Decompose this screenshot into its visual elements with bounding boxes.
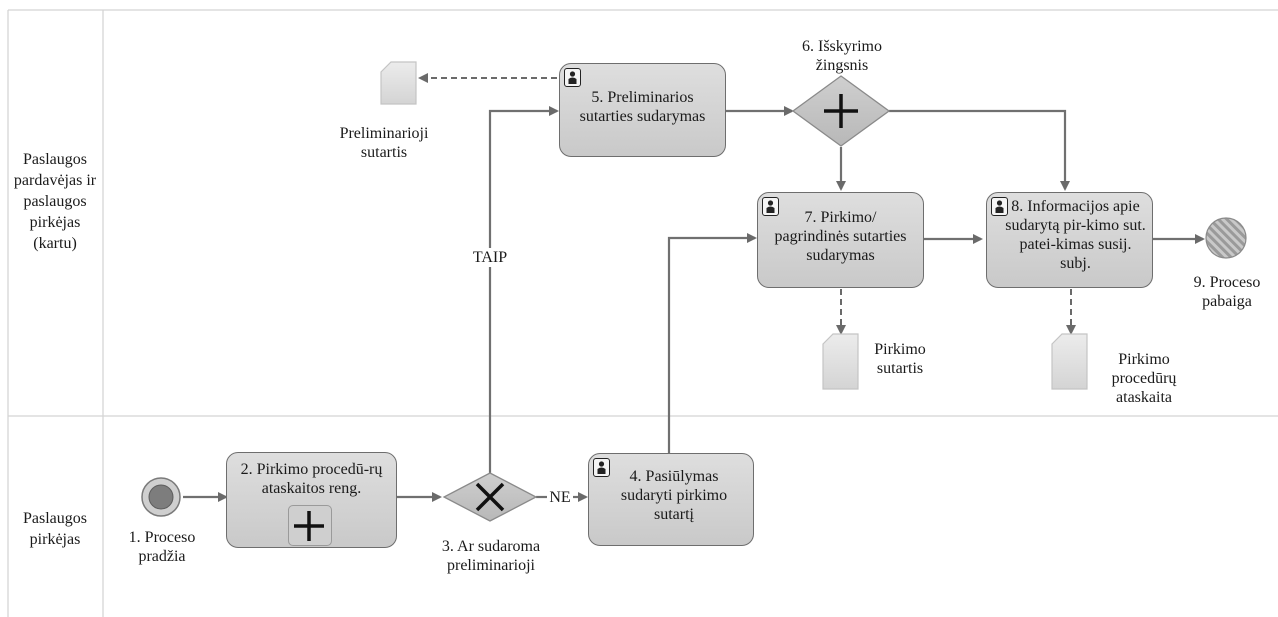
- task-4-label: 4. Pasiūlymas sudaryti pirkimo sutartį: [620, 468, 728, 523]
- lane-label-buyer: Paslaugos pirkėjas: [23, 510, 87, 548]
- document-label-preliminary: Preliminarioji sutartis: [339, 125, 429, 161]
- gateway-6-label: 6. Išskyrimo žingsnis: [802, 38, 882, 74]
- document-icon-purchase-contract: [822, 333, 859, 390]
- flow-label-yes: TAIP: [462, 248, 518, 267]
- gateway-3-label: 3. Ar sudaroma preliminarioji: [441, 538, 541, 574]
- task-7-purchase-contract[interactable]: 7. Pirkimo/ pagrindinės sutarties sudary…: [757, 192, 924, 288]
- flow-label-no: NE: [547, 488, 573, 507]
- task-2-report-preparation[interactable]: 2. Pirkimo procedū-rų ataskaitos reng.: [226, 452, 397, 548]
- document-icon-preliminary: [380, 61, 417, 105]
- flow-g3-to-t5-yes: [488, 106, 559, 474]
- subprocess-plus-icon: [288, 505, 332, 546]
- data-associations: [418, 73, 1076, 335]
- user-task-icon: [991, 197, 1008, 216]
- task-5-label: 5. Preliminarios sutarties sudarymas: [579, 89, 706, 125]
- start-event: [141, 477, 181, 517]
- task-8-information-submission[interactable]: 8. Informacijos apie sudarytą pir-kimo s…: [986, 192, 1153, 288]
- document-label-purchase-contract: Pirkimo sutartis: [874, 341, 926, 377]
- user-task-icon: [564, 68, 581, 87]
- end-event-label: 9. Proceso pabaiga: [1193, 274, 1261, 310]
- user-task-icon: [593, 458, 610, 477]
- task-7-label: 7. Pirkimo/ pagrindinės sutarties sudary…: [774, 209, 907, 264]
- lane-label-joint: Paslaugos pardavėjas ir paslaugos pirkėj…: [13, 151, 97, 252]
- sequence-flows: [183, 106, 1205, 502]
- flow-g6-to-t8: [889, 109, 1070, 191]
- task-8-label: 8. Informacijos apie sudarytą pir-kimo s…: [1005, 198, 1146, 272]
- flow-t4-to-t7: [667, 233, 757, 453]
- exclusive-gateway: [442, 472, 538, 522]
- document-icon-procedure-report: [1051, 333, 1088, 390]
- start-event-label: 1. Proceso pradžia: [128, 529, 196, 565]
- document-label-procedure-report: Pirkimo procedūrų ataskaita: [1111, 351, 1177, 406]
- pool-lines: [7, 9, 1278, 617]
- end-event: [1205, 217, 1247, 259]
- user-task-icon: [762, 197, 779, 216]
- task-5-preliminary-contract[interactable]: 5. Preliminarios sutarties sudarymas: [559, 63, 726, 157]
- task-2-label: 2. Pirkimo procedū-rų ataskaitos reng.: [240, 461, 383, 497]
- parallel-gateway: [791, 75, 891, 147]
- task-4-offer[interactable]: 4. Pasiūlymas sudaryti pirkimo sutartį: [588, 453, 754, 546]
